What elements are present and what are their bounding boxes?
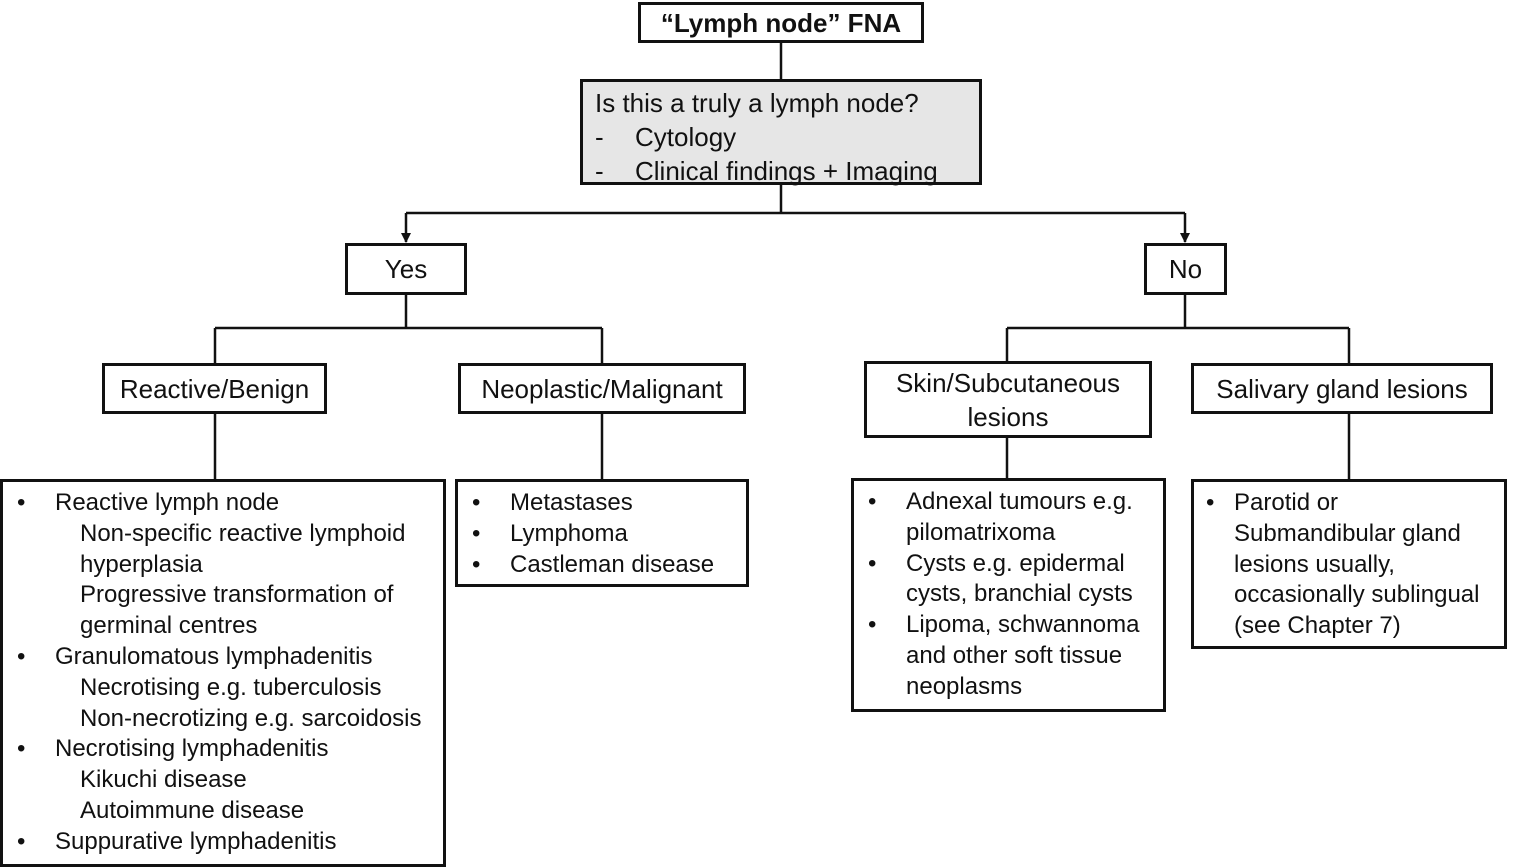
list-item: Lipoma, schwannoma — [854, 610, 1163, 641]
list-subitem: Autoimmune disease — [80, 796, 305, 824]
neoplastic-malignant-node: Neoplastic/Malignant — [458, 363, 746, 414]
yes-node: Yes — [345, 243, 467, 295]
list-subitem: hyperplasia — [80, 550, 203, 578]
list-item-continuation: pilomatrixoma — [906, 518, 1056, 546]
list-subitem: Non-specific reactive lymphoid — [80, 519, 406, 547]
yes-label: Yes — [384, 254, 428, 284]
question-node: Is this a truly a lymph node? -Cytology … — [580, 79, 982, 188]
list-subitem: Necrotising e.g. tuberculosis — [80, 673, 382, 701]
criterion-label: Cytology — [635, 122, 737, 152]
reactive-benign-label: Reactive/Benign — [119, 373, 310, 404]
list-item: Adnexal tumours e.g. — [854, 487, 1163, 518]
list-item-continuation: cysts, branchial cysts — [906, 580, 1133, 608]
neoplastic-malignant-list: Metastases Lymphoma Castleman disease — [455, 479, 749, 587]
list-item-continuation: and other soft tissue — [906, 641, 1123, 669]
skin-subcutaneous-list: Adnexal tumours e.g. pilomatrixoma Cysts… — [851, 478, 1166, 712]
list-item-continuation: Submandibular gland — [1234, 519, 1461, 547]
criterion-dash: - — [595, 122, 604, 152]
salivary-gland-label: Salivary gland lesions — [1216, 373, 1468, 404]
list-item: Parotid or — [1194, 488, 1504, 519]
reactive-benign-node: Reactive/Benign — [102, 363, 327, 414]
no-node: No — [1144, 243, 1227, 295]
list-item: Metastases — [458, 488, 746, 519]
criterion-dash: - — [595, 156, 604, 186]
list-item: Cysts e.g. epidermal — [854, 549, 1163, 580]
root-title: “Lymph node” FNA — [660, 7, 902, 38]
list-item: Granulomatous lymphadenitis — [3, 642, 443, 673]
list-item: Reactive lymph node — [3, 488, 443, 519]
list-item-continuation: occasionally sublingual — [1234, 581, 1480, 609]
criterion-label: Clinical findings + Imaging — [635, 156, 938, 186]
list-subitem: Kikuchi disease — [80, 766, 247, 794]
list-subitem: Progressive transformation of — [80, 581, 394, 609]
reactive-benign-list: Reactive lymph node Non-specific reactiv… — [0, 479, 446, 867]
question-text: Is this a truly a lymph node? — [595, 88, 919, 118]
salivary-gland-node: Salivary gland lesions — [1191, 363, 1493, 414]
neoplastic-malignant-label: Neoplastic/Malignant — [481, 373, 723, 404]
criterion-cytology: - Cytology — [595, 120, 979, 154]
list-item-continuation: (see Chapter 7) — [1234, 612, 1401, 640]
list-item: Castleman disease — [458, 550, 746, 581]
list-item: Necrotising lymphadenitis — [3, 734, 443, 765]
skin-subcutaneous-node: Skin/Subcutaneous lesions — [864, 361, 1152, 438]
list-item: Suppurative lymphadenitis — [3, 827, 443, 858]
list-subitem: germinal centres — [80, 612, 258, 640]
list-item-continuation: neoplasms — [906, 672, 1023, 700]
list-item-continuation: lesions usually, — [1234, 550, 1395, 578]
skin-label-line: Skin/Subcutaneous — [895, 367, 1121, 398]
skin-label-line: lesions — [967, 401, 1049, 432]
no-label: No — [1168, 254, 1203, 284]
salivary-gland-list: Parotid or Submandibular gland lesions u… — [1191, 479, 1507, 649]
list-item: Lymphoma — [458, 519, 746, 550]
criterion-clinical-imaging: - Clinical findings + Imaging — [595, 154, 979, 188]
root-node: “Lymph node” FNA — [638, 2, 924, 43]
list-subitem: Non-necrotizing e.g. sarcoidosis — [80, 704, 422, 732]
